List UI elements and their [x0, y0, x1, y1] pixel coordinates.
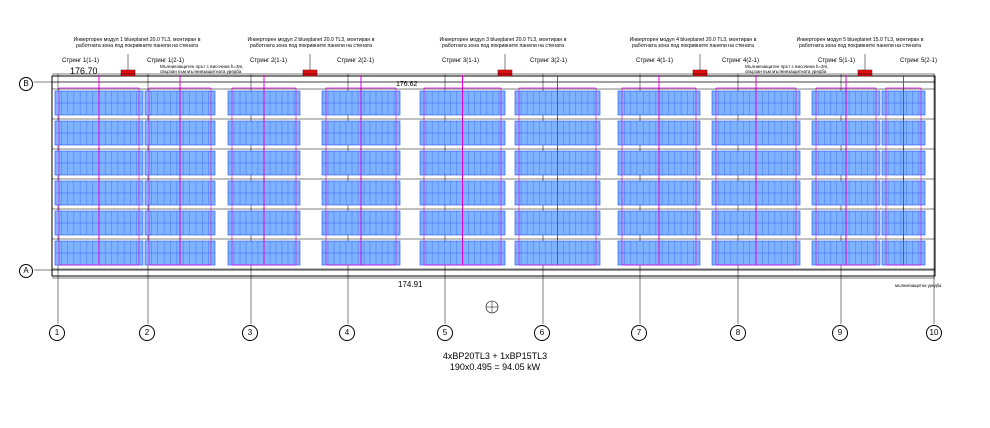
inverter-box [857, 69, 873, 77]
axis-row-a: A [19, 264, 33, 278]
dimension-top: 176.70 [70, 66, 98, 76]
lightning-rod-note-2: Мълниезащитен прът с височина h=3m, свър… [745, 64, 829, 74]
inverter-note-4: Инверторен модул 4 blueplanet 20.0 TL3, … [629, 37, 757, 49]
string-label: Стринг 4(1-1) [636, 58, 673, 64]
axis-col-2: 2 [139, 325, 155, 341]
small-note: мълниезащитна уредба [895, 283, 942, 288]
string-label: Стринг 3(1-1) [442, 58, 479, 64]
system-summary: 4xBP20TL3 + 1xBP15TL3 190x0.495 = 94.05 … [400, 351, 590, 373]
string-label: Стринг 5(2-1) [900, 58, 937, 64]
axis-col-7: 7 [631, 325, 647, 341]
inverter-note-2: Инверторен модул 2 blueplanet 20.0 TL3, … [247, 37, 375, 49]
summary-line-2: 190x0.495 = 94.05 kW [449, 362, 541, 372]
dimension-bottom: 174.91 [398, 280, 423, 289]
string-label: Стринг 1(2-1) [147, 58, 184, 64]
inverter-box [692, 69, 708, 77]
inverter-box [120, 69, 136, 77]
axis-col-10: 10 [926, 325, 942, 341]
string-label: Стринг 4(2-1) [722, 58, 759, 64]
inverter-note-5: Инверторен модул 5 blueplanet 15.0 TL3, … [796, 37, 924, 49]
inverter-note-3: Инверторен модул 3 blueplanet 20.0 TL3, … [439, 37, 567, 49]
axis-col-4: 4 [339, 325, 355, 341]
string-label: Стринг 2(1-1) [250, 58, 287, 64]
string-label: Стринг 5(1-1) [818, 58, 855, 64]
axis-col-6: 6 [534, 325, 550, 341]
inverter-note-1: Инверторен модул 1 blueplanet 20.0 TL3, … [73, 37, 201, 49]
inverter-box [302, 69, 318, 77]
string-label: Стринг 2(2-1) [337, 58, 374, 64]
axis-col-3: 3 [242, 325, 258, 341]
string-label: Стринг 1(1-1) [62, 58, 99, 64]
axis-row-b: B [19, 77, 33, 91]
axis-col-9: 9 [832, 325, 848, 341]
lightning-rod-note: Мълниезащитен прът с височина h=3m, свър… [160, 64, 244, 74]
dimension-inner: 176.62 [396, 81, 418, 88]
axis-col-1: 1 [49, 325, 65, 341]
building-outline [51, 75, 936, 277]
summary-line-1: 4xBP20TL3 + 1xBP15TL3 [442, 351, 548, 361]
axis-col-8: 8 [730, 325, 746, 341]
axis-col-5: 5 [437, 325, 453, 341]
string-label: Стринг 3(2-1) [530, 58, 567, 64]
inverter-box [497, 69, 513, 77]
